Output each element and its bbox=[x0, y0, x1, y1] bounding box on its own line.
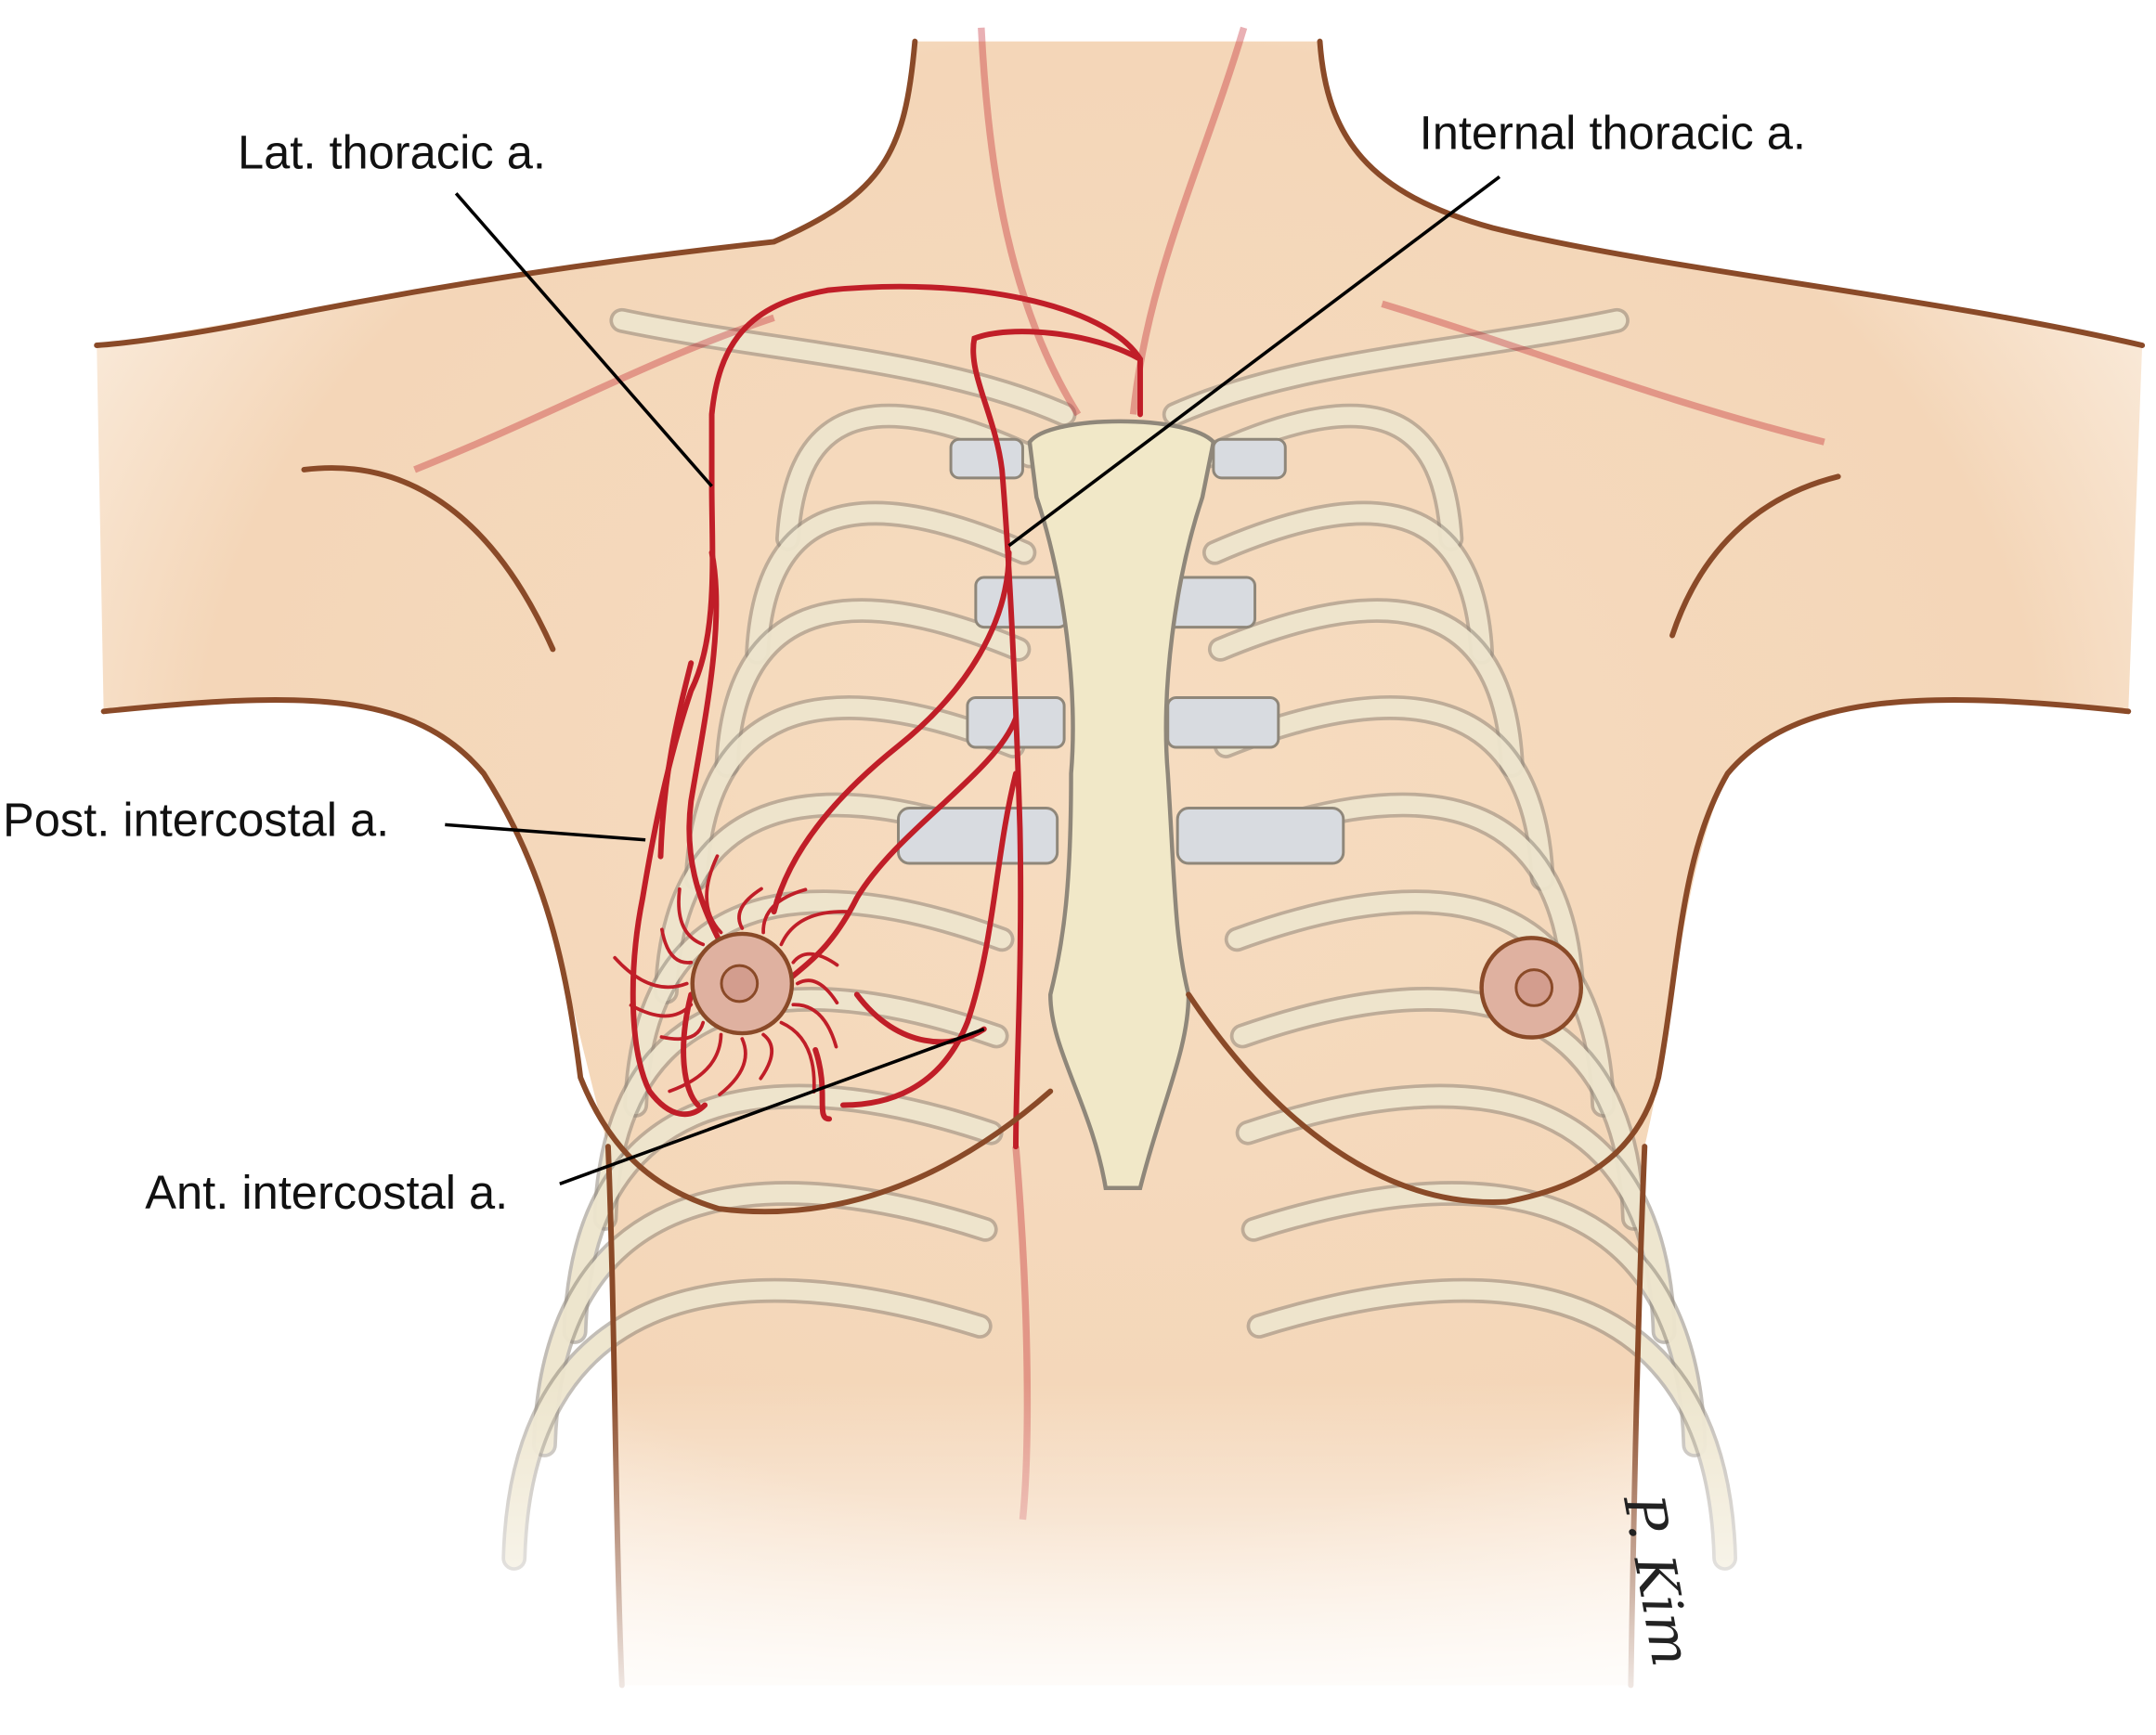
label-ant-intercostal: Ant. intercostal a. bbox=[145, 1027, 985, 1219]
label-text: Ant. intercostal a. bbox=[145, 1166, 508, 1219]
label-post-intercostal: Post. intercostal a. bbox=[3, 793, 646, 846]
label-text: Internal thoracic a. bbox=[1420, 107, 1806, 160]
rib bbox=[687, 698, 1022, 888]
label-internal-thoracic: Internal thoracic a. bbox=[1007, 107, 1806, 548]
areolar-branch bbox=[779, 1020, 816, 1094]
rib bbox=[778, 407, 1039, 549]
areolar-branch bbox=[629, 1003, 694, 1018]
rib bbox=[1211, 602, 1522, 775]
rib bbox=[1205, 504, 1491, 662]
label-text: Post. intercostal a. bbox=[3, 793, 389, 846]
rib bbox=[627, 893, 1011, 1115]
rib bbox=[1239, 1087, 1673, 1341]
areolar-branch bbox=[668, 1032, 723, 1094]
leader-line bbox=[1007, 175, 1501, 548]
rib bbox=[718, 602, 1028, 775]
areolar-branch bbox=[737, 887, 763, 930]
leader-line bbox=[454, 192, 713, 487]
areolar-branch bbox=[718, 1037, 747, 1096]
leader-line bbox=[559, 1027, 985, 1185]
areolar-branch bbox=[791, 1003, 838, 1049]
areolar-branch bbox=[659, 1020, 706, 1042]
label-lat-thoracic: Lat. thoracic a. bbox=[238, 126, 713, 487]
rib bbox=[748, 504, 1033, 662]
leader-line bbox=[445, 822, 646, 842]
areolar-branch bbox=[759, 1032, 773, 1081]
areolar-branch bbox=[791, 952, 839, 967]
areolar-branch bbox=[761, 887, 808, 935]
right-nipple bbox=[1479, 936, 1584, 1040]
rib bbox=[1227, 893, 1613, 1115]
rib bbox=[1216, 698, 1552, 888]
areolar-branch bbox=[705, 854, 723, 935]
rib bbox=[535, 1184, 994, 1455]
arteries bbox=[613, 283, 1143, 1150]
areolar-branch bbox=[779, 910, 852, 947]
areolar-branch bbox=[613, 955, 689, 990]
areolar-branch bbox=[677, 887, 706, 947]
areolar-branch bbox=[795, 978, 839, 1005]
rib bbox=[565, 1087, 1000, 1341]
rib bbox=[1244, 1184, 1704, 1455]
left-nipple bbox=[690, 931, 795, 1036]
sternum bbox=[1027, 419, 1216, 1190]
rib bbox=[1200, 407, 1461, 549]
areolar-branch bbox=[660, 927, 694, 965]
label-text: Lat. thoracic a. bbox=[238, 126, 546, 179]
